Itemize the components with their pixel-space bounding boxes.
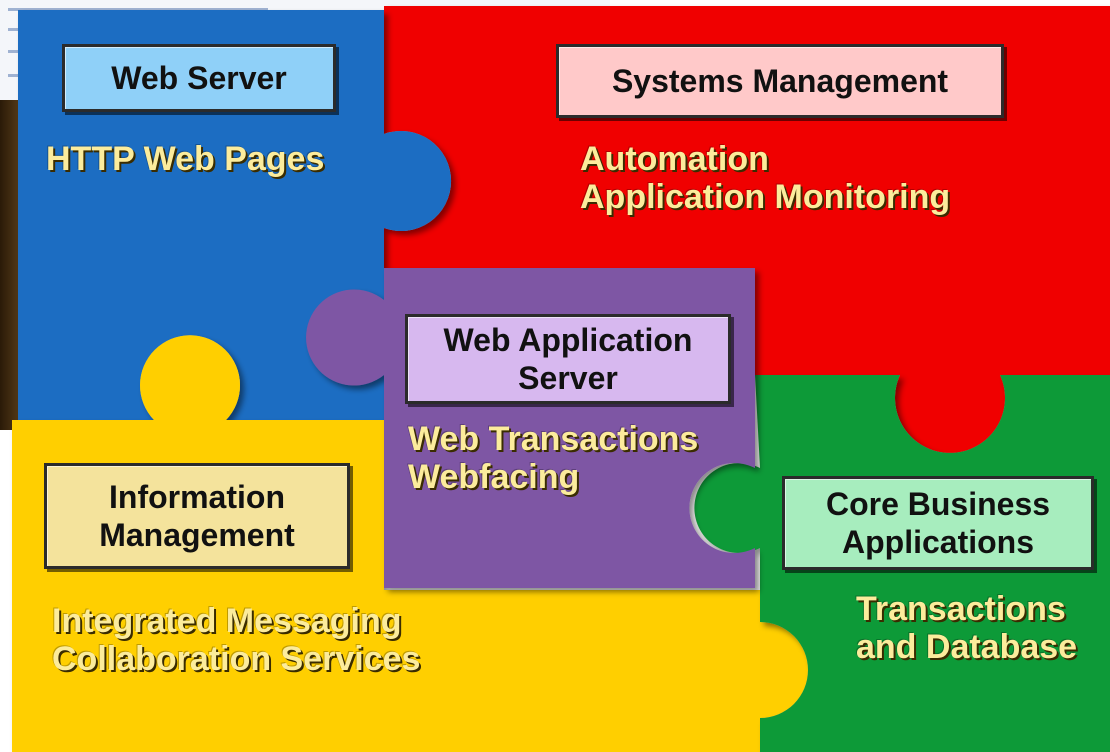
- systems-management-caption-line-2: Application Monitoring: [580, 178, 951, 216]
- systems-management-caption: Automation Application Monitoring: [580, 140, 950, 216]
- information-management-title-line-2: Management: [99, 517, 295, 553]
- systems-management-title-box: Systems Management: [556, 44, 1004, 118]
- web-server-caption: HTTP Web Pages: [46, 140, 324, 178]
- core-business-applications-title-line-2: Applications: [841, 524, 1034, 560]
- web-application-server-caption-line-2: Webfacing: [408, 458, 580, 496]
- web-server-title-box: Web Server: [62, 44, 336, 112]
- core-business-applications-title-line-1: Core Business: [825, 485, 1051, 522]
- web-application-server-title-line-1: Web Application: [443, 321, 693, 358]
- core-business-applications-caption-line-2: and Database: [856, 628, 1078, 666]
- information-management-piece: [12, 335, 808, 752]
- web-application-server-caption-line-1: Web Transactions: [408, 420, 699, 458]
- information-management-caption-line-2: Collaboration Services: [52, 640, 421, 678]
- information-management-title-line-1: Information: [109, 478, 285, 515]
- core-business-applications-caption-line-1: Transactions: [856, 590, 1066, 628]
- web-server-caption-line-1: HTTP Web Pages: [46, 140, 325, 178]
- systems-management-title: Systems Management: [611, 62, 949, 99]
- web-server-title: Web Server: [111, 59, 287, 96]
- core-business-applications-caption: Transactions and Database: [856, 590, 1077, 666]
- web-application-server-title-line-2: Server: [518, 360, 618, 396]
- information-management-caption: Integrated Messaging Collaboration Servi…: [52, 602, 420, 678]
- core-business-applications-title-box: Core Business Applications: [782, 476, 1094, 570]
- web-application-server-title-box: Web Application Server: [405, 314, 731, 404]
- information-management-title-box: Information Management: [44, 463, 350, 569]
- information-management-caption-line-1: Integrated Messaging: [52, 602, 402, 640]
- web-application-server-caption: Web Transactions Webfacing: [408, 420, 698, 496]
- systems-management-caption-line-1: Automation: [580, 140, 769, 178]
